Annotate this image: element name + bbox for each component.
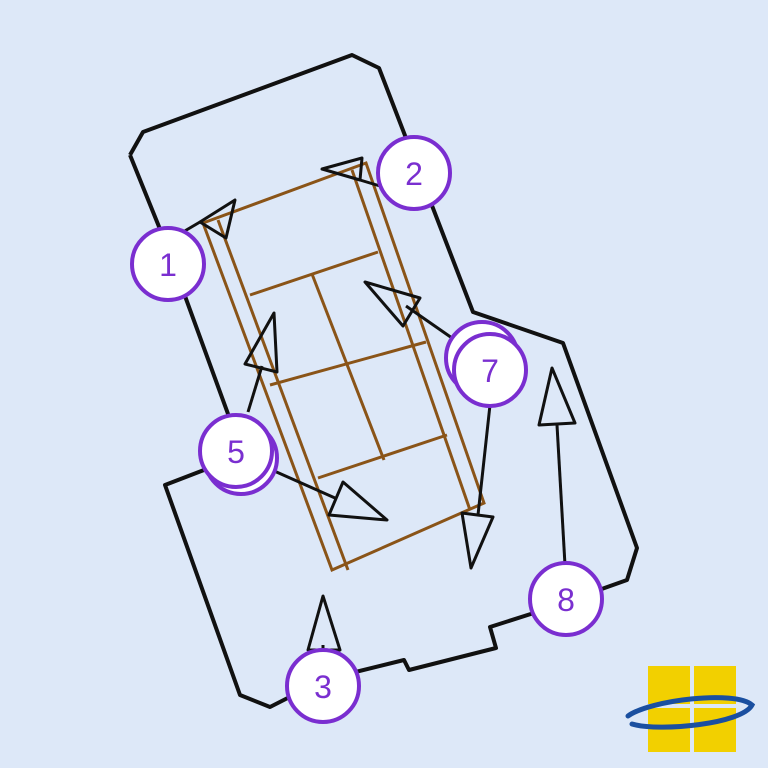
marker-3: 3 xyxy=(285,648,361,724)
arrows xyxy=(182,156,577,656)
table-frame xyxy=(201,161,486,573)
table-inner-right xyxy=(350,169,472,511)
table-divider-vertical xyxy=(310,273,386,461)
marker-3-label: 3 xyxy=(314,669,332,705)
marker-2-label: 2 xyxy=(405,156,423,192)
arrow-2 xyxy=(320,156,381,188)
marker-8-label: 8 xyxy=(557,582,575,618)
arrow-1 xyxy=(182,198,237,240)
arrow-7-up xyxy=(363,280,453,340)
marker-1-label: 1 xyxy=(159,247,177,283)
table-rail-1 xyxy=(249,250,379,297)
room-outline xyxy=(128,53,639,709)
markers: 1 2 3 5 7 8 xyxy=(130,135,604,724)
marker-5-label: 5 xyxy=(227,434,245,470)
table-inner-left xyxy=(216,219,350,571)
table-outer xyxy=(201,161,486,573)
arrow-7-down xyxy=(460,404,495,570)
marker-5: 5 xyxy=(198,413,279,496)
marker-7: 7 xyxy=(444,320,528,408)
arrow-5-right xyxy=(271,468,389,522)
window-logo-icon xyxy=(625,666,756,752)
arrow-3 xyxy=(306,594,342,656)
marker-7-label: 7 xyxy=(481,353,499,389)
marker-2: 2 xyxy=(376,135,452,211)
marker-1: 1 xyxy=(130,226,206,302)
arrow-8 xyxy=(537,366,577,566)
marker-8: 8 xyxy=(528,561,604,637)
arrow-5-up xyxy=(243,311,279,413)
